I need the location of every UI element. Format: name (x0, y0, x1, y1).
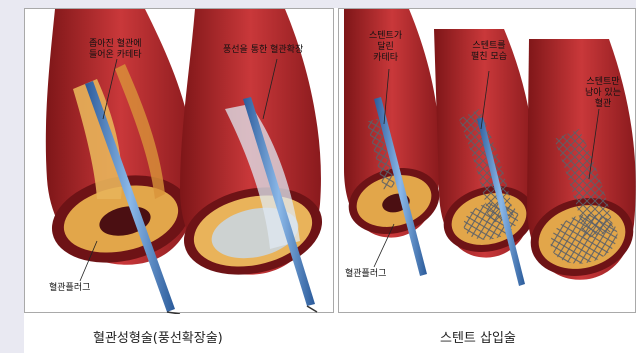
label-narrow-catheter: 좁아진 혈관에 들어온 카테타 (89, 39, 142, 61)
label-stent-catheter: 스텐트가 달린 카테타 (369, 31, 402, 64)
label-line: 남아 있는 (585, 88, 621, 99)
label-line: 스텐트를 (471, 41, 507, 52)
label-line: 스텐트만 (585, 77, 621, 88)
label-plaque-right: 혈관플러그 (345, 269, 386, 280)
label-line: 좁아진 혈관에 (89, 39, 142, 50)
stent-panel: 스텐트가 달린 카테타 스텐트를 펼친 모습 스텐트만 남아 있는 혈관 혈관플… (338, 8, 636, 313)
label-stent-remaining: 스텐트만 남아 있는 혈관 (585, 77, 621, 110)
label-line: 스텐트가 (369, 31, 402, 42)
label-line: 혈관 (585, 99, 621, 110)
label-line: 카테타 (369, 53, 402, 64)
angioplasty-panel: 좁아진 혈관에 들어온 카테타 풍선을 통한 혈관확장 혈관플러그 (24, 8, 334, 313)
caption-stent: 스텐트 삽입술 (440, 327, 516, 346)
label-plaque-left: 혈관플러그 (49, 283, 90, 294)
label-line: 펼친 모습 (471, 52, 507, 63)
label-line: 들어온 카테타 (89, 50, 142, 61)
label-balloon-dilation: 풍선을 통한 혈관확장 (223, 45, 303, 56)
label-line: 달린 (369, 42, 402, 53)
label-stent-expanded: 스텐트를 펼친 모습 (471, 41, 507, 63)
caption-angioplasty: 혈관성형술(풍선확장술) (93, 327, 223, 346)
